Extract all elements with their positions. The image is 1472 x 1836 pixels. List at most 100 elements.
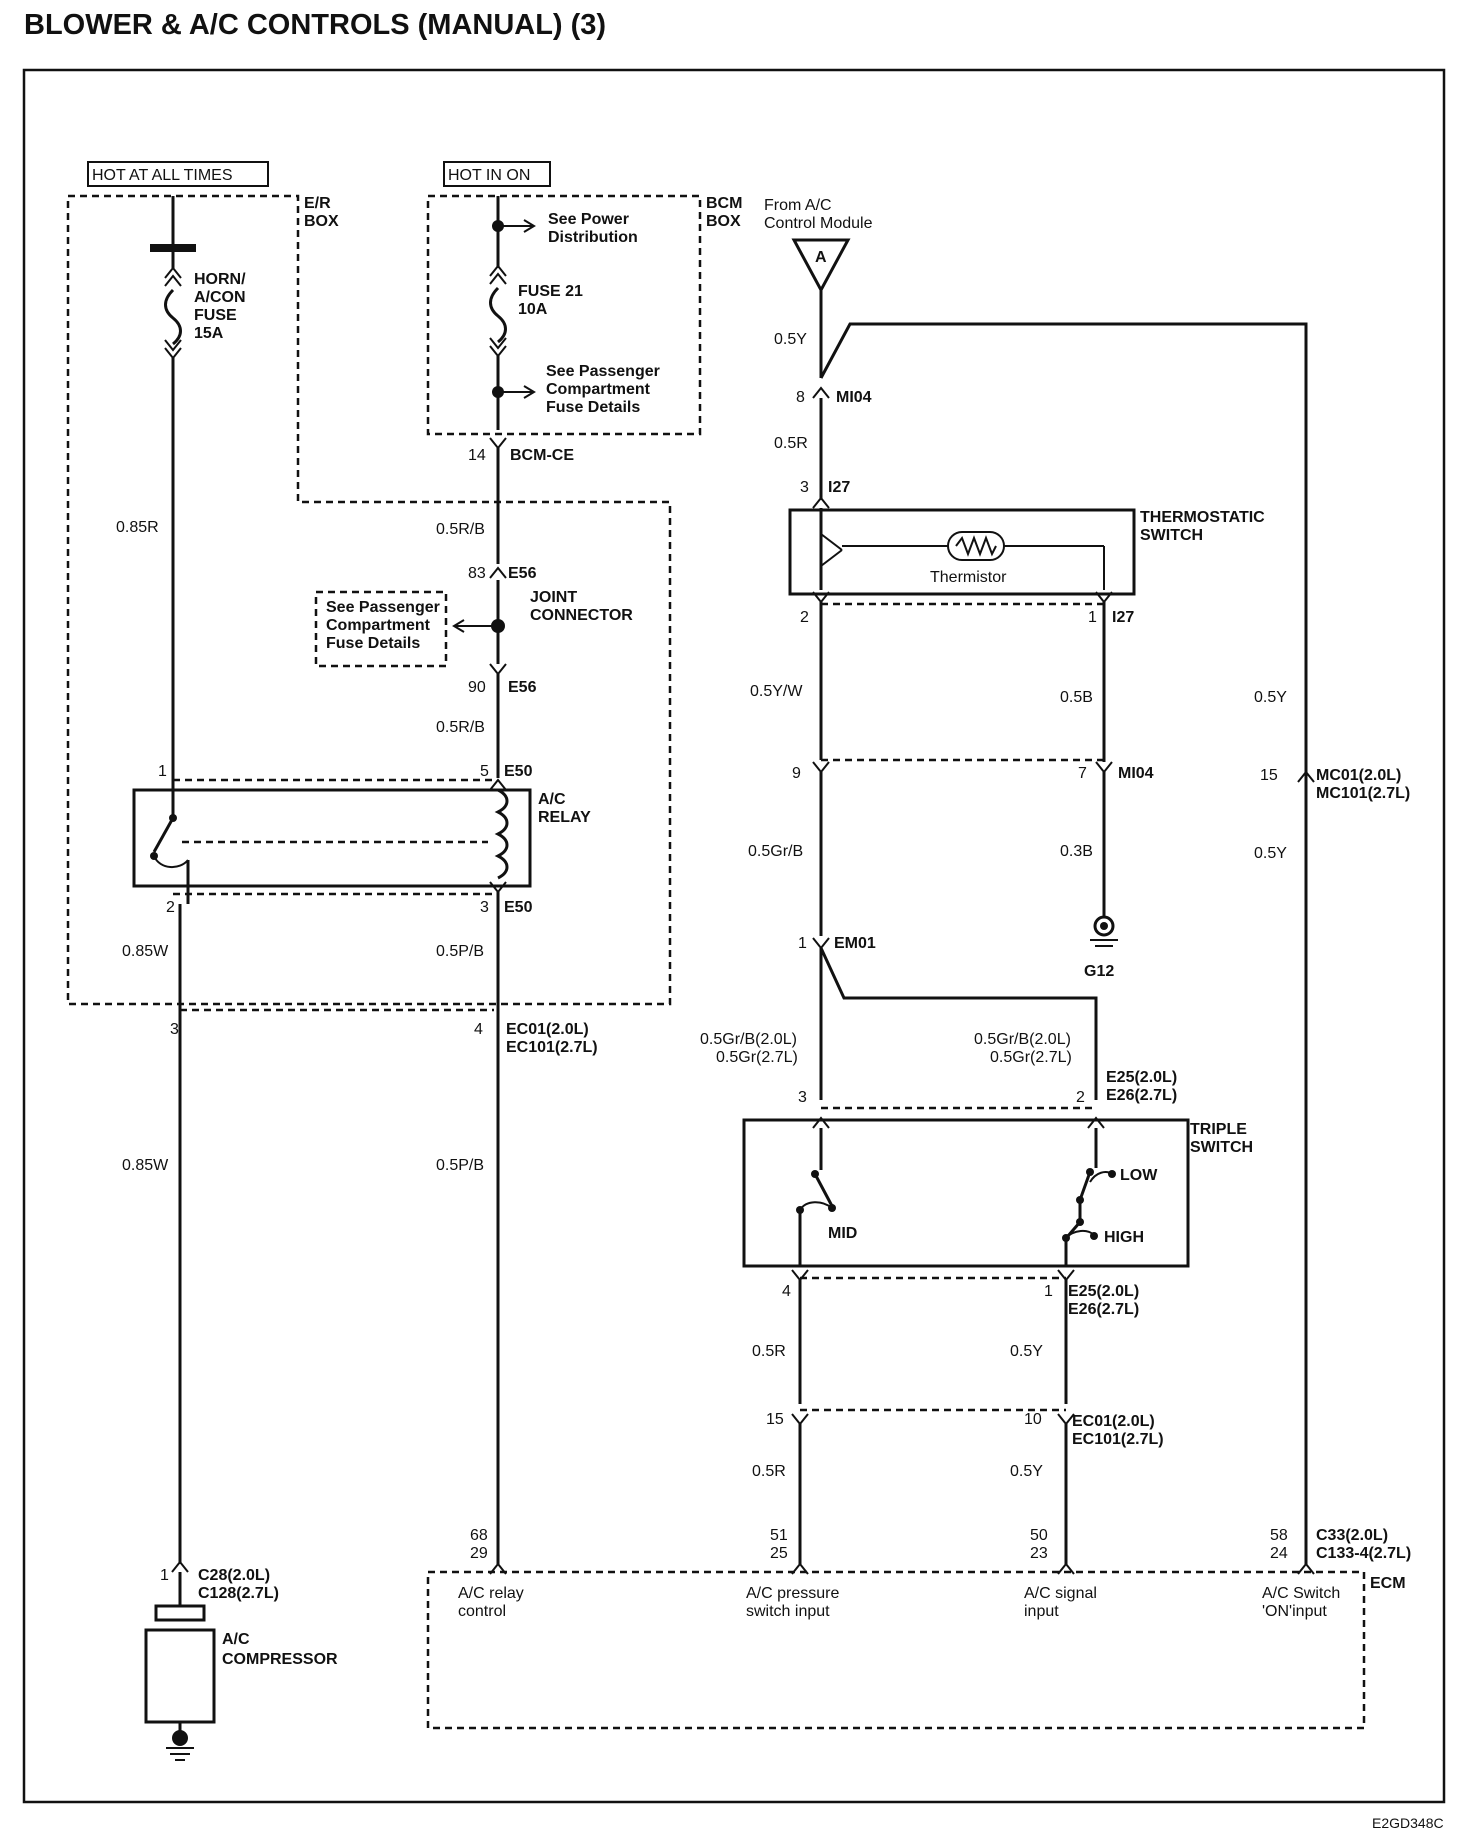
- ec01-right-connector: EC01(2.0L): [1072, 1413, 1155, 1430]
- e50-top-connector: E50: [504, 763, 533, 780]
- i27-pin-1: 1: [1088, 609, 1097, 626]
- from-ac-control-module: From A/C: [764, 197, 832, 214]
- wire-05r-b2-label: 0.5R: [752, 1463, 786, 1480]
- hot-in-on-label: HOT IN ON: [443, 161, 551, 187]
- thermistor-label: Thermistor: [930, 569, 1007, 586]
- ecm-pin-24: 24: [1270, 1545, 1288, 1562]
- triple-switch-label: TRIPLE: [1190, 1121, 1247, 1138]
- ec01-connector: EC01(2.0L): [506, 1021, 589, 1038]
- ecm-signal-input: A/C signal: [1024, 1585, 1097, 1602]
- horn-fuse-label-3: FUSE: [194, 307, 237, 324]
- thermostatic-switch-label-2: SWITCH: [1140, 527, 1203, 544]
- mc01-connector: MC01(2.0L): [1316, 767, 1401, 784]
- from-ac-control-module-2: Control Module: [764, 215, 873, 232]
- c128-connector: C128(2.7L): [198, 1585, 279, 1602]
- joint-connector-label-2: CONNECTOR: [530, 607, 633, 624]
- mi04-pin-8: 8: [796, 389, 805, 406]
- wire-05grb-label: 0.5Gr/B: [748, 843, 803, 860]
- e25-bottom-connector: E25(2.0L): [1068, 1283, 1139, 1300]
- wire-03b-label: 0.3B: [1060, 843, 1093, 860]
- em01-connector: EM01: [834, 935, 876, 952]
- wire-085r-label: 0.85R: [116, 519, 159, 536]
- thermostatic-switch-box: [788, 508, 1136, 596]
- e56-pin-90: 90: [468, 679, 486, 696]
- wire-05gr-right-label-2: 0.5Gr(2.7L): [990, 1049, 1072, 1066]
- svg-text:HOT IN ON: HOT IN ON: [448, 167, 530, 184]
- ec01-pin-3: 3: [170, 1021, 179, 1038]
- ec101-connector: EC101(2.7L): [506, 1039, 598, 1056]
- ec01-pin-10: 10: [1024, 1411, 1042, 1428]
- triple-pin-2: 2: [1076, 1089, 1085, 1106]
- ec101-right-connector: EC101(2.7L): [1072, 1431, 1164, 1448]
- high-label: HIGH: [1104, 1229, 1144, 1246]
- wire-085w-label-1: 0.85W: [122, 943, 169, 960]
- mc101-connector: MC101(2.7L): [1316, 785, 1410, 802]
- wire-05gr-left-label: 0.5Gr/B(2.0L): [700, 1031, 797, 1048]
- bcm-box-label: BCM: [706, 195, 742, 212]
- triple-switch-label-2: SWITCH: [1190, 1139, 1253, 1156]
- horn-fuse-rating: 15A: [194, 325, 224, 342]
- ecm-pin-58: 58: [1270, 1527, 1288, 1544]
- ecm-relay-control-input-2: control: [458, 1603, 506, 1620]
- wire-05y-b1-label: 0.5Y: [1010, 1343, 1043, 1360]
- relay-switch-contacts: [150, 778, 488, 896]
- horn-fuse-label: HORN/: [194, 271, 246, 288]
- diagram-title: BLOWER & A/C CONTROLS (MANUAL) (3): [24, 9, 606, 41]
- relay-pin-5: 5: [480, 763, 489, 780]
- e56-bottom-connector: E56: [508, 679, 537, 696]
- i27-pin-3: 3: [800, 479, 809, 496]
- triple-pin-3: 3: [798, 1089, 807, 1106]
- wire-05pb-label-2: 0.5P/B: [436, 1157, 484, 1174]
- e56-pin-83: 83: [468, 565, 486, 582]
- mi04-pin-9: 9: [792, 765, 801, 782]
- mi04-pin-7: 7: [1078, 765, 1087, 782]
- wire-05grb-split: [819, 947, 1098, 1100]
- e50-bottom-connector: E50: [504, 899, 533, 916]
- passenger-fuse-ref-1b: Compartment: [546, 381, 651, 398]
- ec01-pin-4: 4: [474, 1021, 483, 1038]
- ecm-pin-51: 51: [770, 1527, 788, 1544]
- passenger-fuse-ref-2c: Fuse Details: [326, 635, 420, 652]
- ecm-pin-25: 25: [770, 1545, 788, 1562]
- ac-relay-label: A/C: [538, 791, 566, 808]
- wire-05y-r1-label: 0.5Y: [1254, 689, 1287, 706]
- ecm-pressure-switch-input-2: switch input: [746, 1603, 830, 1620]
- ecm-pin-29: 29: [470, 1545, 488, 1562]
- ground-g12-label: G12: [1084, 963, 1114, 980]
- fuse-21-label: FUSE 21: [518, 283, 583, 300]
- e26-top-connector: E26(2.7L): [1106, 1087, 1177, 1104]
- wire-05r-b1-label: 0.5R: [752, 1343, 786, 1360]
- em01-pin-1: 1: [798, 935, 807, 952]
- diagram-frame: [22, 68, 1446, 1804]
- joint-connector-label: JOINT: [530, 589, 577, 606]
- ac-relay-box: [132, 788, 532, 888]
- wire-05y-b2-label: 0.5Y: [1010, 1463, 1043, 1480]
- triple-pin-1: 1: [1044, 1283, 1053, 1300]
- joint-connector-ref-box: [314, 590, 448, 668]
- wire-05rb-label-1: 0.5R/B: [436, 521, 485, 538]
- connector-a-triangle: [791, 238, 851, 294]
- mc01-pin-15: 15: [1260, 767, 1278, 784]
- c28-pin-1: 1: [160, 1567, 169, 1584]
- bcm-pin-14: 14: [468, 447, 486, 464]
- mid-label: MID: [828, 1225, 857, 1242]
- i27-pin-2: 2: [800, 609, 809, 626]
- e56-top-connector: E56: [508, 565, 537, 582]
- ecm-label: ECM: [1370, 1575, 1406, 1592]
- wire-05rb-label-2: 0.5R/B: [436, 719, 485, 736]
- ecm-box: [426, 1570, 1366, 1730]
- low-label: LOW: [1120, 1167, 1158, 1184]
- relay-pin-3: 3: [480, 899, 489, 916]
- relay-pin-2: 2: [166, 899, 175, 916]
- triple-pin-4: 4: [782, 1283, 791, 1300]
- passenger-fuse-ref-1c: Fuse Details: [546, 399, 640, 416]
- svg-text:HOT AT ALL TIMES: HOT AT ALL TIMES: [92, 167, 233, 184]
- er-box-outline: [66, 194, 672, 1006]
- power-distribution-ref: See Power: [548, 211, 629, 228]
- passenger-fuse-ref-2: See Passenger: [326, 599, 440, 616]
- ground-symbol: [1090, 915, 1118, 947]
- compressor-label: A/C: [222, 1631, 250, 1648]
- triple-switch-mid-contacts: [796, 1128, 836, 1266]
- mi04-mid-connector: MI04: [1118, 765, 1154, 782]
